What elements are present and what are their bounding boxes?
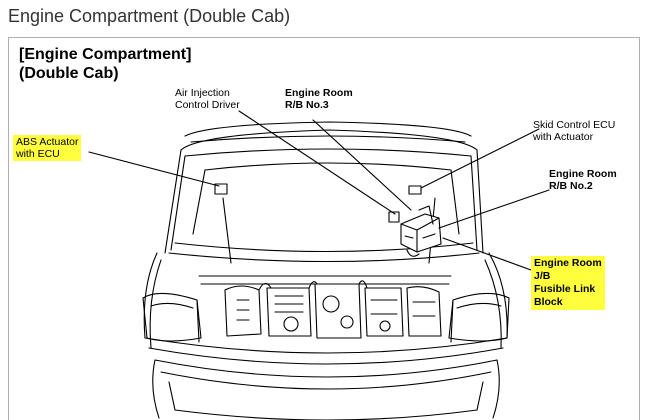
label-engine-room-jb-fusible-link-block: Engine Room J/B Fusible Link Block <box>531 256 605 310</box>
label-line: Fusible Link <box>534 283 596 295</box>
label-abs-actuator-with-ecu: ABS Actuator with ECU <box>13 135 82 161</box>
label-line: Block <box>534 296 563 308</box>
label-line: Engine Room <box>549 168 617 180</box>
page-heading: Engine Compartment (Double Cab) <box>8 6 291 26</box>
label-line: with Actuator <box>533 131 594 143</box>
label-skid-control-ecu: Skid Control ECU with Actuator <box>533 119 615 143</box>
label-air-injection-control-driver: Air Injection Control Driver <box>175 87 240 111</box>
label-line: Engine Room <box>534 257 602 269</box>
label-engine-room-rb-no3: Engine Room R/B No.3 <box>285 87 353 111</box>
diagram-title-line-1: [Engine Compartment] <box>19 46 192 63</box>
truck-engine-drawing <box>88 110 550 420</box>
label-line: Control Driver <box>175 99 240 111</box>
label-line: R/B No.3 <box>285 99 329 111</box>
diagram-title-line-2: (Double Cab) <box>19 65 119 82</box>
label-engine-room-rb-no2: Engine Room R/B No.2 <box>549 168 617 192</box>
label-line: ABS Actuator <box>16 136 79 148</box>
label-line: J/B <box>534 270 551 282</box>
label-line: R/B No.2 <box>549 180 593 192</box>
label-line: Engine Room <box>285 87 353 99</box>
label-line: with ECU <box>16 148 60 160</box>
diagram-figure: [Engine Compartment] (Double Cab) Air In… <box>8 37 640 420</box>
label-line: Skid Control ECU <box>533 119 616 131</box>
label-line: Air Injection <box>175 87 230 99</box>
